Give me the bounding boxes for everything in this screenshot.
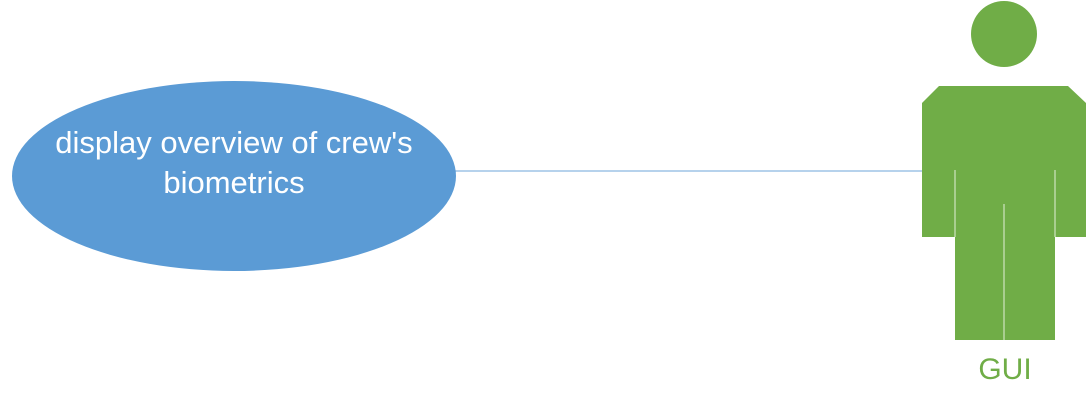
actor-label: GUI (978, 353, 1032, 386)
actor-figure[interactable] (922, 1, 1086, 340)
use-case-label: display overview of crew's biometrics (55, 125, 413, 200)
use-case-ellipse[interactable] (12, 81, 456, 271)
actor-head (971, 1, 1037, 67)
